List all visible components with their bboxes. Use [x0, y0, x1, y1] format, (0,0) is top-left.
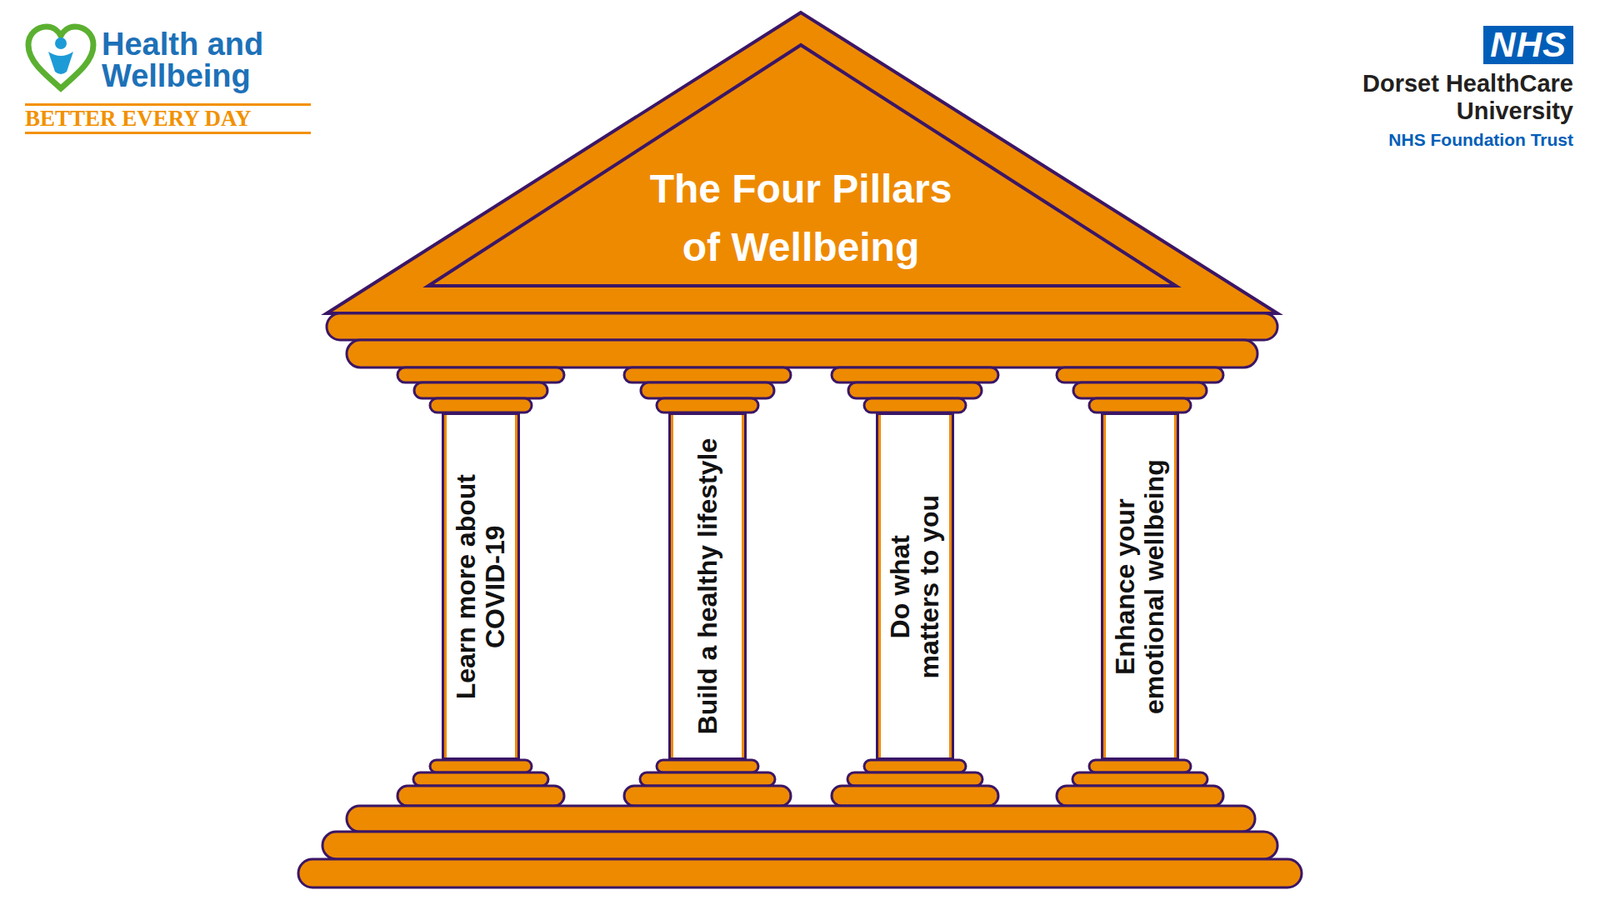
pillar-base: [624, 785, 791, 806]
pillar-base: [864, 760, 966, 773]
trust-subtitle: NHS Foundation Trust: [1388, 129, 1574, 150]
pillar-base: [656, 760, 759, 773]
pillar-shaft: Build a healthy lifestyle: [668, 412, 747, 760]
pillar-base: [831, 785, 999, 806]
pillar-base: [413, 772, 549, 786]
person-body: [48, 51, 74, 75]
pillar-label: Enhance your emotional wellbeing: [1110, 449, 1170, 725]
pillar-base: [640, 772, 775, 786]
platform-step: [298, 859, 1302, 888]
pillar-capital: [1089, 398, 1191, 413]
pillar-base: [430, 760, 532, 773]
logo-title: Health and Wellbeing: [101, 28, 302, 92]
pillar-capital: [1073, 382, 1207, 399]
pillar-capital: [430, 398, 532, 413]
pediment-inner-outline: [428, 45, 1176, 286]
platform-step: [346, 805, 1255, 832]
pillar-capital: [656, 398, 759, 413]
pillar-capital: [397, 367, 565, 383]
pillar-capital: [848, 382, 982, 399]
pillar-base: [1072, 772, 1208, 786]
pillar-text-holder: Build a healthy lifestyle: [692, 423, 722, 750]
pillar-capital: [624, 367, 791, 383]
pillar-base: [1089, 760, 1191, 773]
heart-logo: [28, 26, 94, 89]
pillar-shaft: Learn more about COVID-19: [441, 412, 520, 760]
pillar-base: [397, 785, 565, 806]
pillar-label: Do what matters to you: [885, 484, 945, 689]
pediment: [326, 12, 1278, 314]
pillar-shaft: Enhance your emotional wellbeing: [1100, 412, 1180, 760]
diagram-title: The Four Pillars of Wellbeing: [634, 160, 968, 276]
platform-step: [322, 831, 1278, 860]
pillar-base: [1056, 785, 1224, 806]
pillar-text-holder: Enhance your emotional wellbeing: [1110, 423, 1170, 750]
nhs-logo-box: NHS: [1483, 25, 1574, 65]
pillar-base: [847, 772, 983, 786]
person-head: [55, 37, 67, 50]
pillar-text-holder: Learn more about COVID-19: [451, 423, 510, 750]
pillar-capital: [864, 398, 966, 413]
entablature-band: [346, 340, 1258, 368]
pillar-shaft: Do what matters to you: [875, 412, 955, 760]
pillar-text-holder: Do what matters to you: [885, 423, 945, 750]
pillar-label: Build a healthy lifestyle: [692, 428, 722, 745]
pillar-capital: [414, 382, 548, 399]
pillar-capital: [1056, 367, 1224, 383]
trust-name: Dorset HealthCare University: [1298, 70, 1574, 126]
entablature-band: [326, 313, 1278, 340]
pillar-label: Learn more about COVID-19: [451, 428, 510, 745]
pillar-capital: [640, 382, 775, 399]
pillar-capital: [831, 367, 999, 383]
logo-tagline: BETTER EVERY DAY: [25, 103, 311, 135]
